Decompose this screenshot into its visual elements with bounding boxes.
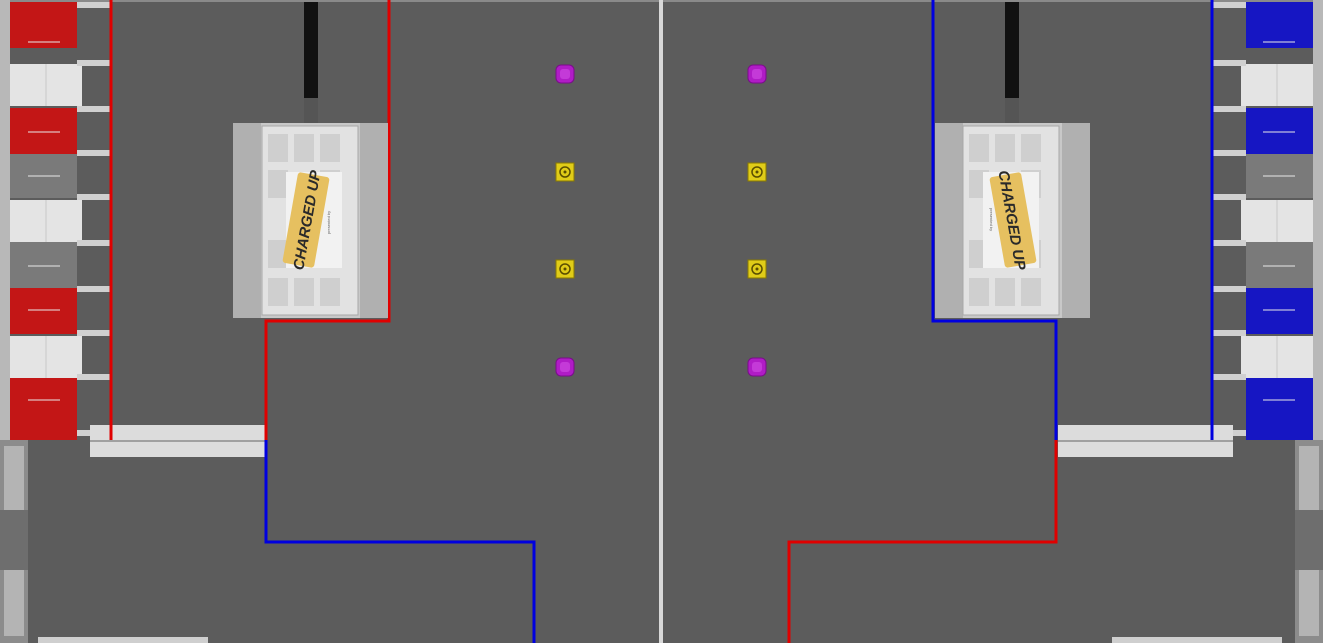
station-tagline: presented by (989, 208, 994, 231)
red-grid-node[interactable] (10, 242, 77, 288)
red-grid-node[interactable] (10, 108, 77, 154)
cube-icon[interactable] (747, 357, 767, 377)
red-grid-node[interactable] (10, 378, 77, 440)
left-lower-wall (0, 440, 208, 643)
red-tape-strip (304, 2, 318, 98)
red-community-line (109, 0, 391, 440)
game-pieces (555, 64, 767, 377)
blue-loading-zone-line (264, 440, 536, 643)
right-lower-wall (1112, 440, 1323, 643)
red-grid-wall (0, 0, 10, 440)
blue-tape-strip (1005, 2, 1019, 98)
blue-grid-node[interactable] (1246, 108, 1313, 154)
blue-grid-node[interactable] (1246, 2, 1313, 48)
blue-community-line (931, 0, 1214, 440)
cone-icon[interactable] (747, 259, 767, 279)
blue-grid-wall (1313, 0, 1323, 440)
charged-up-logo (282, 172, 330, 268)
station-tagline: presented by (326, 211, 331, 234)
center-line (659, 0, 663, 643)
charged-up-logo (989, 172, 1037, 268)
red-grid-node[interactable] (10, 2, 77, 48)
blue-grid-node[interactable] (1246, 288, 1313, 334)
cube-icon[interactable] (555, 357, 575, 377)
cone-icon[interactable] (747, 162, 767, 182)
blue-grid-node[interactable] (1246, 378, 1313, 440)
cone-icon[interactable] (555, 162, 575, 182)
cone-icon[interactable] (555, 259, 575, 279)
blue-grid-node[interactable] (1246, 242, 1313, 288)
blue-grid (1213, 0, 1323, 440)
cube-icon[interactable] (747, 64, 767, 84)
red-charge-station[interactable]: CHARGED UP presented by (233, 123, 388, 318)
blue-charge-station[interactable]: CHARGED UP presented by (935, 123, 1090, 318)
red-grid-node[interactable] (10, 288, 77, 334)
red-loading-zone-line (787, 440, 1058, 643)
red-grid (0, 0, 110, 440)
cube-icon[interactable] (555, 64, 575, 84)
